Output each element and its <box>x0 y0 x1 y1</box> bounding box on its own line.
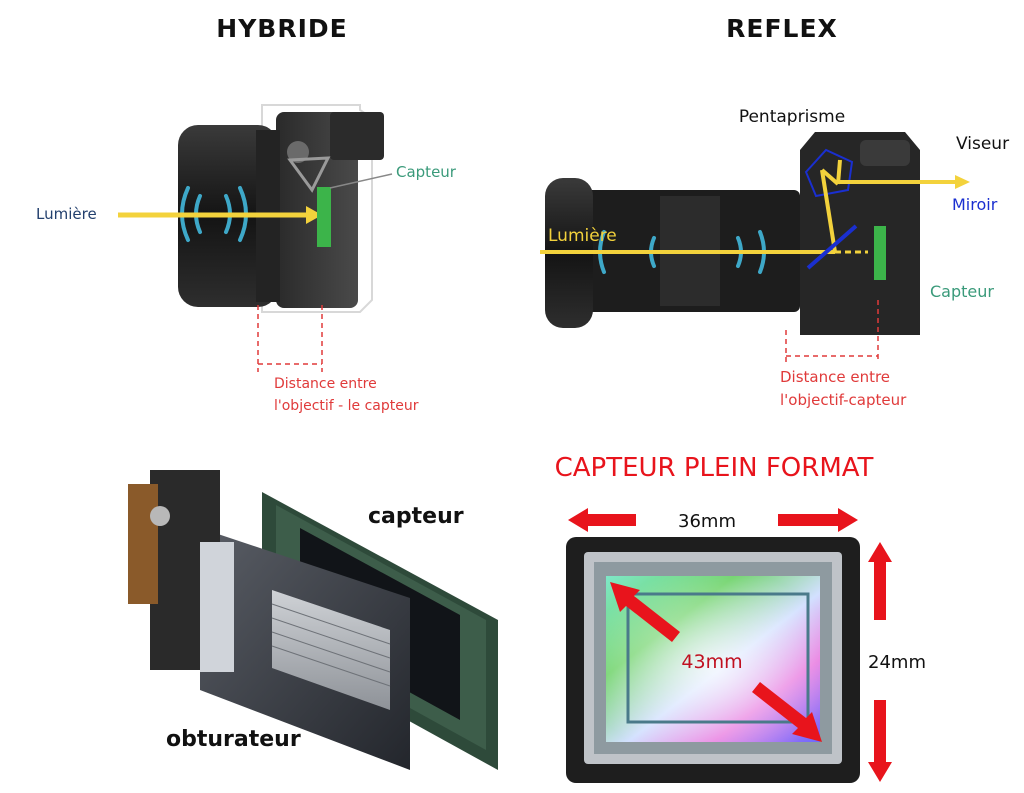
hybrid-sensor-label: Capteur <box>396 163 457 181</box>
reflex-title: REFLEX <box>726 14 838 43</box>
hybrid-viewfinder-hump <box>330 112 384 160</box>
shutter-blades <box>272 590 390 710</box>
reflex-sensor <box>874 226 886 280</box>
diagonal-label: 43mm <box>681 651 742 673</box>
hybrid-title: HYBRIDE <box>216 14 347 43</box>
reflex-light-label: Lumière <box>548 226 617 246</box>
shutter-roller <box>200 542 234 672</box>
hybrid-light-label: Lumière <box>36 205 97 223</box>
hybrid-body-outline <box>261 104 373 313</box>
reflex-pentaprism-label: Pentaprisme <box>739 107 845 127</box>
sensor-active-area <box>626 592 810 724</box>
width-arrow-left <box>568 508 636 532</box>
shutter-blade-lines <box>271 603 391 687</box>
reflex-viewfinder-arrowhead <box>955 175 970 189</box>
hybrid-sensor-pointer <box>329 173 393 189</box>
reflex-distance-label-line1: Distance entre <box>780 368 890 386</box>
hybrid-section: HYBRIDE Lumière Capteur <box>36 14 457 414</box>
reflex-mirror <box>806 224 858 270</box>
sensor-label: capteur <box>368 504 464 529</box>
width-label: 36mm <box>678 511 736 532</box>
reflex-distance-label-line2: l'objectif-capteur <box>780 391 907 409</box>
hybrid-light-arrowhead <box>306 206 322 224</box>
reflex-distance-markers <box>785 300 879 362</box>
full-frame-title: CAPTEUR PLEIN FORMAT <box>555 453 874 483</box>
diagonal-arrow-up <box>610 582 680 642</box>
reflex-pentaprism <box>804 148 854 198</box>
reflex-light-prism-b <box>836 159 842 185</box>
shutter-flex-cable <box>128 484 158 604</box>
reflex-light-prism-a <box>820 168 840 186</box>
width-arrow-right <box>778 508 858 532</box>
height-label: 24mm <box>868 652 926 673</box>
hybrid-distance-label-line1: Distance entre <box>274 376 377 392</box>
reflex-mirror-label: Miroir <box>952 195 998 214</box>
shutter-gear <box>150 506 170 526</box>
shutter-section: capteur obturateur <box>128 470 498 770</box>
height-arrow-down <box>868 700 892 782</box>
reflex-light-up <box>820 169 837 253</box>
reflex-section: REFLEX Pentaprisme Lumière Miroir Viseur <box>540 14 1009 409</box>
reflex-top-dial <box>860 140 910 166</box>
hybrid-distance-markers <box>257 305 323 372</box>
height-arrow-up <box>868 542 892 620</box>
hybrid-strap <box>287 156 331 193</box>
hybrid-distance-label-line2: l'objectif - le capteur <box>274 398 419 414</box>
hybrid-strap-lug <box>287 141 309 163</box>
hybrid-sensor <box>317 187 331 247</box>
full-frame-section: CAPTEUR PLEIN FORMAT 36mm 24mm 43mm <box>555 453 926 783</box>
shutter-label: obturateur <box>166 727 301 752</box>
reflex-viewfinder-label: Viseur <box>956 134 1009 154</box>
reflex-sensor-label: Capteur <box>930 282 994 301</box>
diagonal-arrow-down <box>752 682 822 742</box>
